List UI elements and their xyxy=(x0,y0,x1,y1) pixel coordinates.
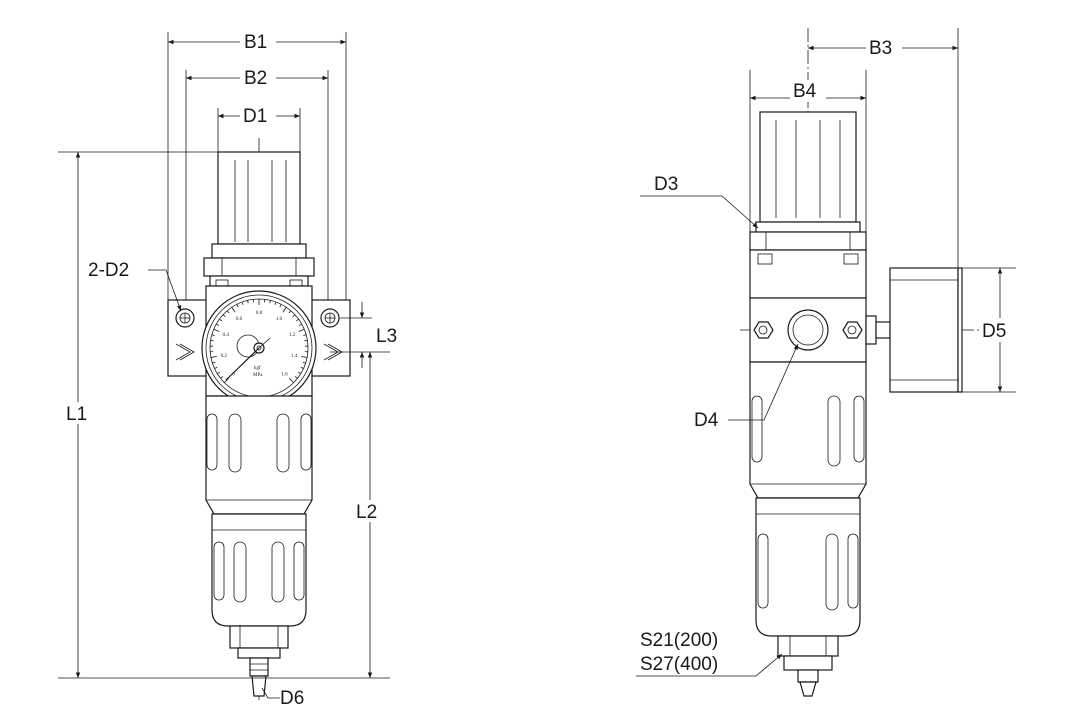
gauge-tick xyxy=(302,361,306,364)
label-l1: L1 xyxy=(66,404,87,425)
gauge-tick-label: 1.0 xyxy=(276,317,283,322)
front-lock-nut xyxy=(203,257,315,287)
label-2-d2: 2-D2 xyxy=(88,260,129,281)
port-d4 xyxy=(787,309,829,351)
gauge-tick xyxy=(269,300,271,304)
gauge-brand: kgf xyxy=(254,366,261,371)
gauge-tick-label: 1.6 xyxy=(281,372,288,377)
leader-s21-s27: S21(200) S27(400) xyxy=(636,630,783,677)
gauge-tick xyxy=(216,323,220,326)
label-b1: B1 xyxy=(244,32,267,53)
dimension-l3: L3 xyxy=(340,302,397,368)
gauge-tick xyxy=(282,307,287,313)
side-view: B3 B4 D3 D4 D5 xyxy=(636,28,1016,697)
gauge-tick-label: 0.8 xyxy=(256,311,263,316)
gauge-tick xyxy=(288,310,292,314)
gauge-tick xyxy=(289,378,294,383)
gauge-tick xyxy=(247,300,249,304)
label-b4: B4 xyxy=(793,81,817,102)
gauge-tick xyxy=(298,371,301,374)
gauge-tick-labels: 0 0.2 0.4 0.6 0.8 1.0 1.2 1.4 1.6 xyxy=(221,311,298,377)
label-s27: S27(400) xyxy=(640,654,718,675)
leader-d4: D4 xyxy=(694,343,799,431)
front-adjusting-knob xyxy=(211,151,307,259)
dimension-b1: B1 xyxy=(167,30,347,300)
gauge-tick xyxy=(295,318,299,322)
gauge-tick-label: 0.2 xyxy=(221,354,228,359)
gauge-tick xyxy=(300,366,304,369)
gauge-tick xyxy=(213,328,220,332)
leader-2-d2: 2-D2 xyxy=(88,260,182,312)
gauge-tick xyxy=(294,376,298,379)
gauge-tick xyxy=(236,304,239,308)
pressure-gauge: 0 0.2 0.4 0.6 0.8 1.0 1.2 1.4 1.6 kgf MPa xyxy=(201,290,317,406)
front-filter-bowl xyxy=(205,395,313,627)
gauge-tick xyxy=(274,301,277,305)
label-d3: D3 xyxy=(654,174,678,195)
side-drain xyxy=(777,635,839,697)
dimension-b3: B3 xyxy=(808,28,959,268)
gauge-tick xyxy=(298,328,305,332)
label-b2: B2 xyxy=(244,68,267,89)
gauge-tick xyxy=(241,301,244,305)
leader-d6: D6 xyxy=(261,687,304,709)
gauge-ticks xyxy=(210,299,308,383)
gauge-tick xyxy=(220,376,224,379)
leader-d3: D3 xyxy=(640,174,759,229)
label-d1: D1 xyxy=(243,106,267,127)
gauge-tick-label: 1.4 xyxy=(291,354,298,359)
gauge-tick-label: 0.6 xyxy=(236,317,243,322)
label-l2: L2 xyxy=(356,502,377,523)
gauge-tick xyxy=(292,314,296,318)
gauge-tick xyxy=(226,310,230,314)
side-filter-bowl xyxy=(749,361,867,637)
gauge-tick xyxy=(301,355,308,358)
dimension-b4: B4 xyxy=(749,70,867,232)
gauge-tick xyxy=(279,304,282,308)
gauge-tick-label: 1.2 xyxy=(289,333,296,338)
label-b3: B3 xyxy=(869,38,892,59)
side-body xyxy=(749,249,891,363)
label-l3: L3 xyxy=(376,326,397,347)
front-view: 0 0.2 0.4 0.6 0.8 1.0 1.2 1.4 1.6 kgf MPa xyxy=(58,30,397,709)
dimension-b2: B2 xyxy=(185,66,329,300)
label-d6: D6 xyxy=(280,688,304,709)
label-d4: D4 xyxy=(694,410,719,431)
dimension-d5: D5 xyxy=(962,267,1016,393)
gauge-tick xyxy=(217,371,220,374)
gauge-tick xyxy=(212,361,216,364)
gauge-tick xyxy=(303,334,307,336)
gauge-tick xyxy=(214,366,218,369)
dimension-l2: L2 xyxy=(330,351,390,678)
gauge-tick-label: 0.4 xyxy=(223,333,230,338)
gauge-tick xyxy=(211,334,215,336)
gauge-tick xyxy=(219,318,223,322)
dimension-l1: L1 xyxy=(58,151,390,679)
label-d5: D5 xyxy=(982,321,1006,342)
gauge-tick xyxy=(298,323,302,326)
gauge-tick xyxy=(222,314,226,318)
gauge-tick xyxy=(231,307,236,313)
side-gauge xyxy=(889,267,963,393)
side-adjusting-knob xyxy=(749,111,867,251)
gauge-unit: MPa xyxy=(253,373,263,378)
gauge-tick-label: 0 xyxy=(232,372,235,377)
dimension-d1: D1 xyxy=(217,104,301,152)
gauge-tick xyxy=(224,378,229,383)
label-s21: S21(200) xyxy=(640,630,718,651)
gauge-tick xyxy=(210,355,217,358)
front-drain xyxy=(229,625,289,697)
